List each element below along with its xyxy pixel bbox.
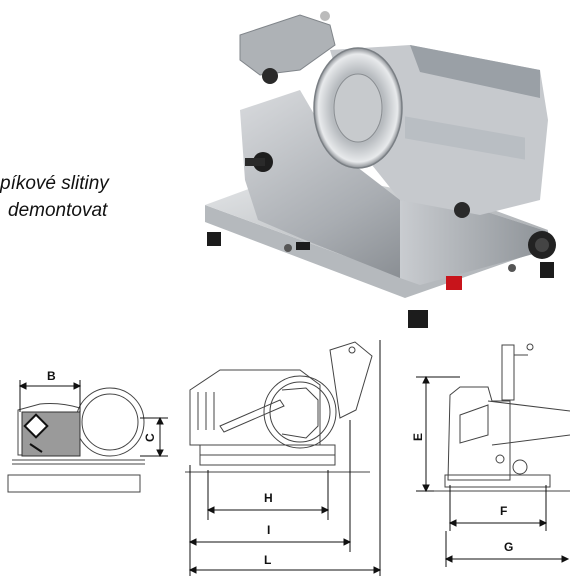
dim-label-g: G xyxy=(504,540,513,554)
front-view-drawing: H I L xyxy=(185,340,382,576)
dim-label-b: B xyxy=(47,369,56,383)
dim-label-f: F xyxy=(500,504,507,518)
thickness-knob-icon xyxy=(245,152,273,172)
caption-text: píkové slitiny demontovat xyxy=(0,170,109,224)
power-switch-icon xyxy=(446,276,462,290)
dim-label-l: L xyxy=(264,553,271,567)
caption-line-1: píkové slitiny xyxy=(0,173,109,194)
dim-label-c: C xyxy=(143,433,157,442)
carriage-rotate-icon xyxy=(23,413,49,453)
slicer-photo xyxy=(205,11,556,328)
dim-label-i: I xyxy=(267,523,270,537)
top-view-drawing: B C xyxy=(7,369,168,493)
side-view-drawing: E F G xyxy=(411,343,570,567)
caption-line-2: demontovat xyxy=(8,200,108,221)
dim-label-h: H xyxy=(264,491,273,505)
rear-knob-icon xyxy=(454,202,470,218)
dim-label-e: E xyxy=(411,433,425,441)
adjust-knob-right-icon xyxy=(528,231,556,259)
